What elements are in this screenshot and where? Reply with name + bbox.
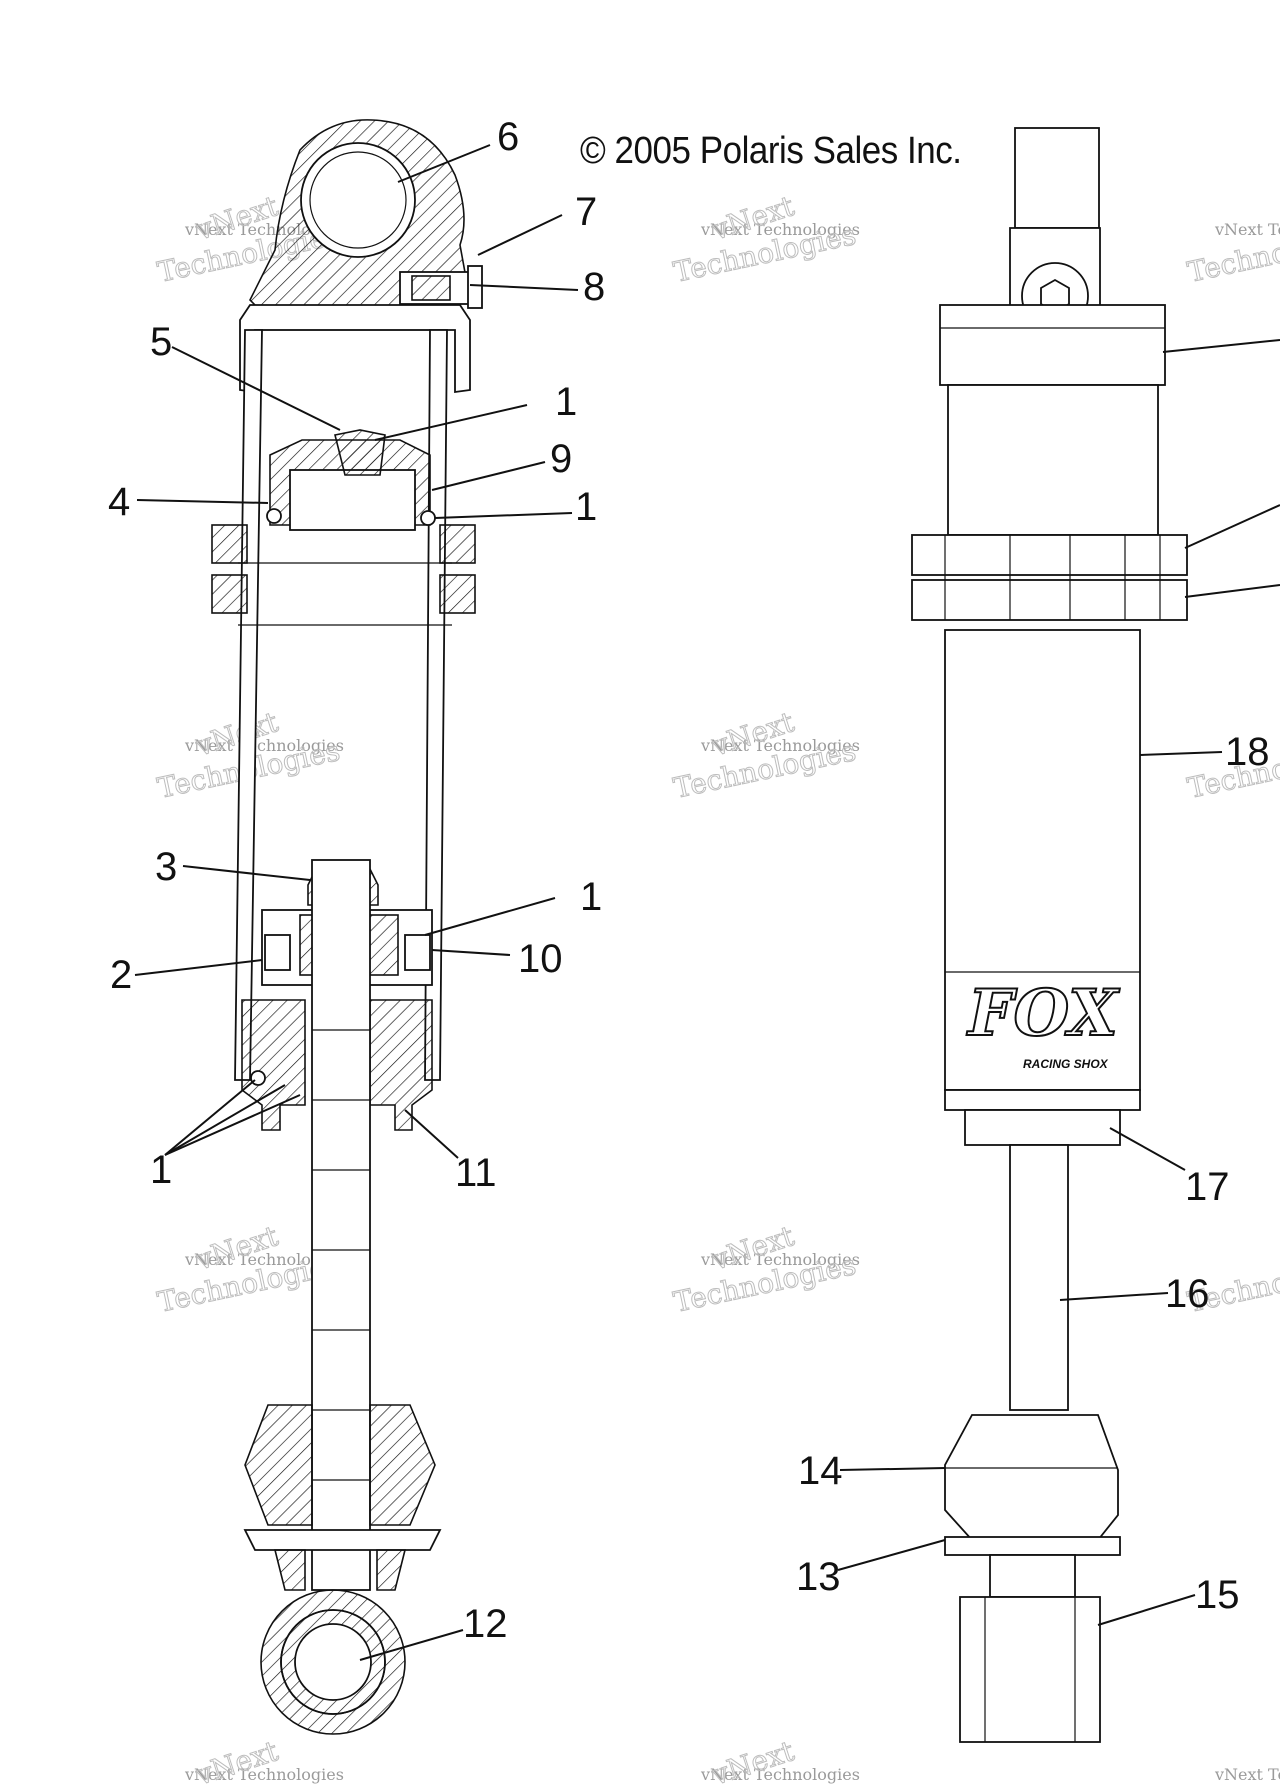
svg-text:vNext Technologies: vNext Technologies [700, 1250, 860, 1269]
callout-11: 11 [455, 1151, 497, 1195]
callout-13: 13 [796, 1555, 841, 1599]
svg-text:FOX: FOX [966, 976, 1120, 1051]
collar-left [211, 524, 248, 564]
shock-body [944, 629, 1141, 1091]
callout-1: 1 [575, 485, 597, 529]
callout-6: 6 [497, 115, 519, 159]
watermark: vNext Technologies [1214, 1765, 1280, 1784]
svg-text:vNext Technologies: vNext Technologies [700, 220, 860, 239]
bump-stop [944, 1414, 1119, 1541]
callout-7: 7 [575, 190, 597, 234]
callout-1: 1 [555, 380, 577, 424]
top-eyelet-bore [300, 142, 416, 258]
fox-logo: FOX RACING SHOX [965, 975, 1121, 1071]
callout-17: 17 [1185, 1165, 1230, 1209]
callout-3: 3 [155, 845, 177, 889]
cutaway-shock [211, 119, 483, 1735]
watermark: vNext Technologies Technologies vNext [670, 189, 860, 290]
leader-lines [134, 144, 1280, 1661]
valve-screw [334, 429, 386, 476]
callout-1: 1 [150, 1148, 172, 1192]
watermark: vNext Technologies vNext [184, 1734, 344, 1792]
copyright-notice: © 2005 Polaris Sales Inc. [580, 130, 962, 172]
callout-15: 15 [1195, 1573, 1240, 1617]
bump-stop [244, 1404, 313, 1526]
body-tube [234, 329, 263, 1081]
callout-8: 8 [583, 265, 605, 309]
svg-text:vNext Technologies: vNext Technologies [184, 736, 344, 755]
watermark: vNext Technologies Technologies [1184, 218, 1280, 290]
body-cap [939, 304, 1166, 386]
callout-14: 14 [798, 1449, 843, 1493]
callouts: 6 7 8 5 1 9 4 1 3 1 2 10 1 11 12 18 17 1… [108, 115, 1270, 1646]
callout-1: 1 [580, 875, 602, 919]
callout-9: 9 [550, 437, 572, 481]
collar-right [439, 524, 476, 564]
callout-2: 2 [110, 953, 132, 997]
preload-collar [911, 534, 1188, 576]
callout-18: 18 [1225, 730, 1270, 774]
callout-16: 16 [1165, 1272, 1210, 1316]
bottom-plate [243, 1529, 442, 1551]
exterior-shock: FOX RACING SHOX [911, 127, 1188, 1743]
callout-4: 4 [108, 480, 130, 524]
seal-head [241, 999, 306, 1131]
bottom-plate [944, 1536, 1121, 1556]
svg-text:vNext Technologies: vNext Technologies [700, 1765, 860, 1784]
shaft [1009, 1144, 1069, 1411]
svg-text:vNext Technologies: vNext Technologies [184, 1250, 344, 1269]
callout-10: 10 [518, 937, 563, 981]
svg-text:vNext Technologies: vNext Technologies [700, 736, 860, 755]
top-mount [1014, 127, 1100, 229]
bottom-eyelet [959, 1596, 1101, 1743]
watermark: vNext Technologies vNext [700, 1734, 860, 1792]
watermark: vNext Technologies Technologies vNext [670, 1219, 860, 1320]
svg-text:RACING SHOX: RACING SHOX [1023, 1057, 1109, 1071]
svg-text:vNext Technologies: vNext Technologies [1214, 220, 1280, 239]
callout-12: 12 [463, 1602, 508, 1646]
shaft [311, 859, 371, 1591]
svg-text:vNext Technologies: vNext Technologies [1214, 1765, 1280, 1784]
watermark: vNext Technologies Technologies vNext [670, 705, 860, 806]
svg-text:vNext Technologies: vNext Technologies [184, 1765, 344, 1784]
body-end-ring [944, 1089, 1141, 1111]
callout-5: 5 [150, 320, 172, 364]
